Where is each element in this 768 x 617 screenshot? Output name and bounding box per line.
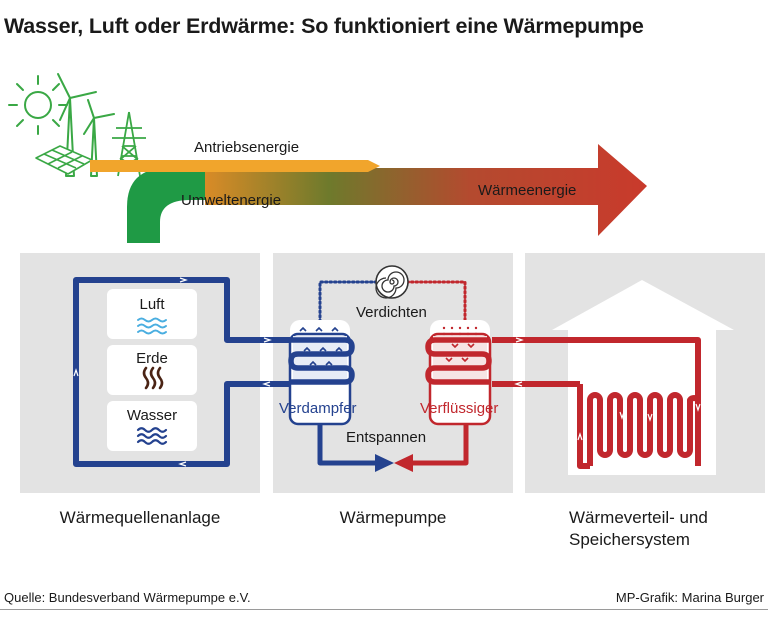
heat-energy-arrow — [205, 144, 647, 236]
sun-icon — [8, 75, 68, 135]
compress-label: Verdichten — [356, 304, 427, 321]
earth-heat-icon — [142, 366, 164, 390]
air-wave-icon — [137, 317, 167, 335]
drive-energy-label: Antriebsenergie — [194, 139, 299, 156]
drive-energy-arrow — [90, 160, 380, 172]
page-title: Wasser, Luft oder Erdwärme: So funktioni… — [4, 14, 644, 38]
source-credit: Quelle: Bundesverband Wärmepumpe e.V. — [4, 590, 251, 605]
condenser-label: Verflüssiger — [420, 400, 498, 417]
heat-energy-label: Wärmeenergie — [478, 182, 576, 199]
source-air-label: Luft — [139, 296, 165, 313]
compressor-icon — [375, 265, 409, 299]
source-water-box: Wasser — [107, 401, 197, 451]
source-circuit — [73, 277, 303, 467]
source-earth-label: Erde — [136, 350, 168, 367]
graphic-credit: MP-Grafik: Marina Burger — [615, 590, 764, 605]
condenser — [425, 320, 492, 426]
distribution-caption-line2: Speichersystem — [569, 530, 690, 549]
evaporator-label: Verdampfer — [279, 400, 357, 417]
solar-panel-icon — [35, 145, 93, 175]
expansion-circuit — [317, 424, 469, 466]
source-water-label: Wasser — [127, 407, 177, 424]
distribution-caption-line1: Wärmeverteil- und — [569, 508, 708, 527]
bottom-rule — [0, 609, 768, 610]
source-earth-box: Erde — [107, 345, 197, 395]
heat-pump-caption: Wärmepumpe — [339, 508, 447, 527]
expand-label: Entspannen — [346, 429, 426, 446]
compressor-circuit — [318, 280, 467, 328]
environment-energy-label: Umweltenergie — [181, 192, 281, 209]
evaporator — [288, 320, 355, 426]
source-air-box: Luft — [107, 289, 197, 339]
source-system-caption: Wärmequellenanlage — [59, 508, 221, 527]
distribution-caption: Wärmeverteil- und Speichersystem — [525, 507, 765, 551]
water-wave-icon — [136, 427, 168, 445]
expansion-valve-icon — [375, 454, 413, 472]
